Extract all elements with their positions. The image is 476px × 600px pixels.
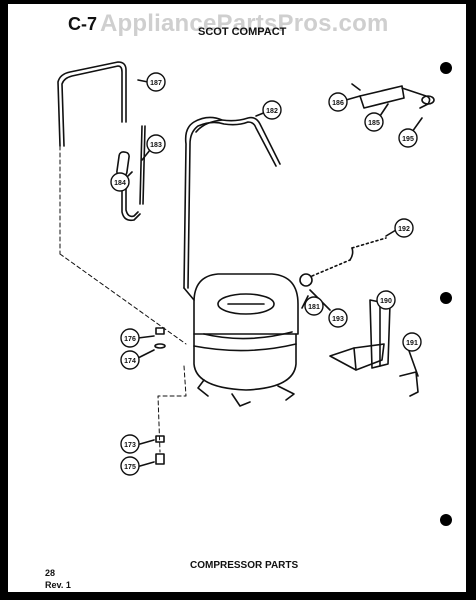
callout-173-label: 173 — [124, 442, 136, 449]
bracket-clip — [399, 371, 419, 397]
parts-drawing: 187 182 186 185 195 183 184 192 181 193 … — [57, 61, 435, 476]
watermark: AppliancePartsPros.com — [100, 10, 389, 37]
discharge-tube — [57, 61, 127, 147]
callout-192 — [394, 218, 414, 238]
callout-187-label: 187 — [150, 80, 162, 87]
callout-183-label: 183 — [150, 142, 162, 149]
callout-181 — [304, 296, 324, 316]
capillary-tube — [139, 125, 143, 205]
callout-175-label: 175 — [124, 464, 136, 471]
callout-191 — [402, 332, 422, 352]
callout-193 — [328, 308, 348, 328]
callout-190-label: 190 — [380, 298, 392, 305]
callout-185-label: 185 — [368, 120, 380, 127]
diagram-caption: COMPRESSOR PARTS — [190, 560, 299, 571]
page-number: 28 — [45, 568, 56, 578]
callout-193-label: 193 — [332, 316, 344, 323]
binder-hole-top — [440, 62, 452, 74]
compressor — [183, 273, 299, 407]
coil-tube — [183, 116, 281, 289]
page-code: C-7 — [68, 14, 98, 34]
callout-185 — [364, 112, 384, 132]
callout-174 — [120, 350, 140, 370]
callout-190 — [376, 290, 396, 310]
callout-186-label: 186 — [332, 100, 344, 107]
callout-184-label: 184 — [114, 180, 126, 187]
binder-hole-middle — [440, 292, 452, 304]
revision-label: Rev. 1 — [45, 580, 71, 590]
callout-183 — [146, 134, 166, 154]
callout-181-label: 181 — [308, 304, 320, 311]
callout-173 — [120, 434, 140, 454]
callout-182 — [262, 100, 282, 120]
callout-182-label: 182 — [266, 108, 278, 115]
callout-192-label: 192 — [398, 226, 410, 233]
callout-195 — [398, 128, 418, 148]
diagram-page: C-7 AppliancePartsPros.com SCOT COMPACT — [8, 4, 466, 592]
mounting-bracket — [329, 343, 385, 371]
callout-markers — [110, 72, 422, 476]
callout-186 — [328, 92, 348, 112]
callout-184 — [110, 172, 130, 192]
model-title: SCOT COMPACT — [198, 26, 287, 38]
relay-cover — [359, 85, 405, 109]
grommet — [299, 273, 313, 287]
callout-175 — [120, 456, 140, 476]
callout-195-label: 195 — [402, 136, 414, 143]
callout-191-label: 191 — [406, 340, 418, 347]
callout-176-label: 176 — [124, 336, 136, 343]
binder-hole-bottom — [440, 514, 452, 526]
callout-187 — [146, 72, 166, 92]
power-wire — [311, 259, 351, 277]
callout-176 — [120, 328, 140, 348]
callout-174-label: 174 — [124, 358, 136, 365]
